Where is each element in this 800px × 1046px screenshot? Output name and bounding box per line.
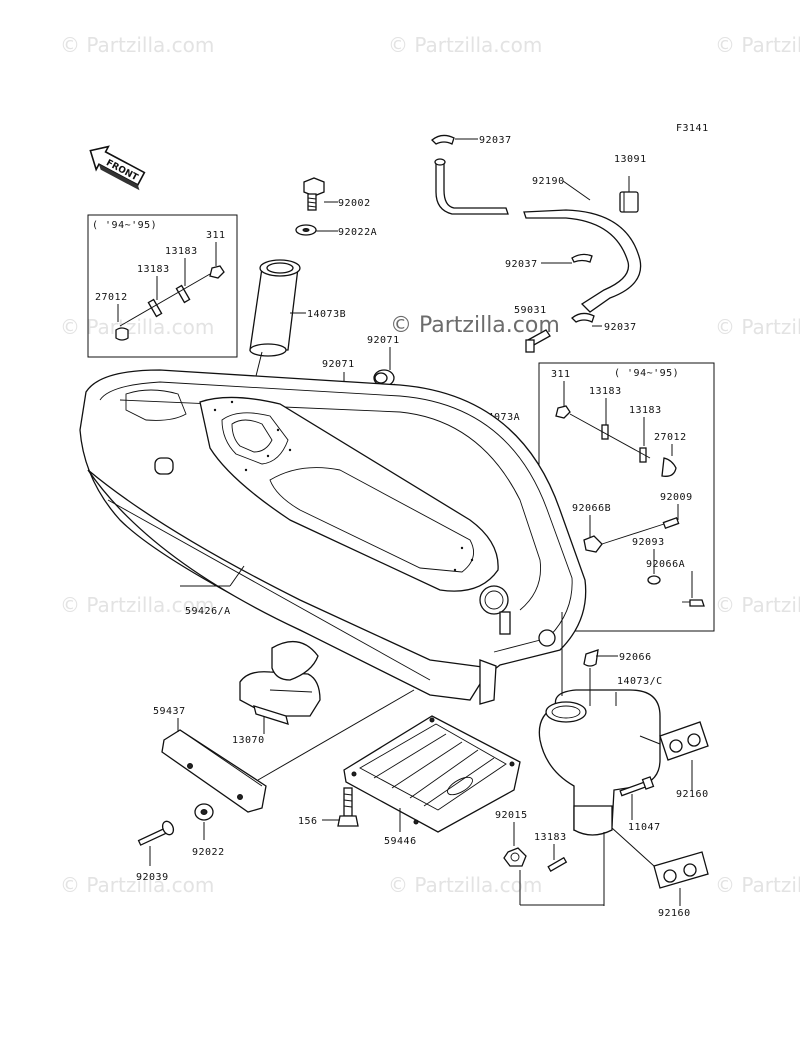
part-label-92037: 92037 (505, 259, 538, 270)
watermark: © Partzilla.com (388, 873, 542, 897)
watermark: © Partzilla.com (715, 593, 800, 617)
inset-year-label: ( '94~'95) (92, 220, 157, 231)
tube-14073b-icon (249, 259, 301, 357)
part-label-92015: 92015 (495, 810, 528, 821)
part-label-92190: 92190 (532, 176, 565, 187)
part-label-92037: 92037 (479, 135, 512, 146)
part-label-13183: 13183 (589, 386, 622, 397)
part-label-92066: 92066 (619, 652, 652, 663)
part-label-92066a: 92066A (646, 559, 685, 570)
clip-13091-icon (619, 176, 639, 213)
bolt-156-icon (337, 787, 359, 827)
part-label-27012: 27012 (95, 292, 128, 303)
part-label-92093: 92093 (632, 537, 665, 548)
part-label-13091: 13091 (614, 154, 647, 165)
watermark: © Partzilla.com (60, 593, 214, 617)
diagram-code: F3141 (676, 123, 709, 134)
part-label-92066b: 92066B (572, 503, 611, 514)
part-label-59437: 59437 (153, 706, 186, 717)
part-label-92160: 92160 (676, 789, 709, 800)
part-label-92071: 92071 (367, 335, 400, 346)
watermark: © Partzilla.com (715, 315, 800, 339)
watermark: © Partzilla.com (388, 33, 542, 57)
pin-13183-icon (547, 856, 568, 872)
watermark: © Partzilla.com (60, 873, 214, 897)
nut-311-icon (209, 265, 225, 279)
part-label-92037: 92037 (604, 322, 637, 333)
ride-plate-59446-icon (343, 715, 521, 833)
part-label-13070: 13070 (232, 735, 265, 746)
washer-92093-icon (647, 575, 661, 585)
part-label-92160: 92160 (658, 908, 691, 919)
part-label-13183: 13183 (165, 246, 198, 257)
watermarks: © Partzilla.com © Partzilla.com © Partzi… (60, 33, 800, 897)
part-label-311: 311 (551, 369, 571, 380)
watermark: © Partzilla.com (715, 33, 800, 57)
sponson-strip-59437-icon (161, 729, 267, 813)
part-label-13183: 13183 (534, 832, 567, 843)
inset-box-right: ( '94~'95) 311 13183 13183 27012 92066B … (538, 362, 715, 632)
part-label-92022a: 92022A (338, 227, 377, 238)
part-label-156: 156 (298, 816, 318, 827)
inset-year-label: ( '94~'95) (614, 368, 679, 379)
part-label-14073c: 14073/C (617, 676, 663, 687)
gasket-92160-icon (659, 721, 709, 761)
part-label-27012: 27012 (654, 432, 687, 443)
bolt-92002-icon (303, 177, 325, 211)
hose-assembly (431, 134, 642, 353)
part-label-13183: 13183 (137, 264, 170, 275)
screw-92009-icon (662, 516, 680, 530)
intake-cover-13070-icon (239, 640, 321, 725)
part-label-13183: 13183 (629, 405, 662, 416)
part-label-59426a: 59426/A (185, 606, 231, 617)
part-label-92039: 92039 (136, 872, 169, 883)
watermark-center: © Partzilla.com (390, 313, 560, 338)
rivet-92039-icon (137, 820, 175, 846)
watermark: © Partzilla.com (715, 873, 800, 897)
pump-cover-14073c-icon (538, 649, 661, 836)
part-label-311: 311 (206, 230, 226, 241)
part-label-92009: 92009 (660, 492, 693, 503)
bolt-11047-icon (619, 776, 655, 797)
part-label-59446: 59446 (384, 836, 417, 847)
grommet-92066b-icon (583, 535, 603, 553)
nut-92015-icon (503, 847, 527, 867)
fastener-92066-icon (583, 649, 599, 667)
part-label-14073a: 14073A (481, 412, 520, 423)
part-label-59031: 59031 (514, 305, 547, 316)
gasket-92160-icon (653, 851, 709, 889)
watermark: © Partzilla.com (60, 315, 214, 339)
grommet-92066a-icon (689, 599, 705, 607)
part-label-92002: 92002 (338, 198, 371, 209)
inset-box-left: ( '94~'95) 311 13183 13183 27012 (87, 214, 238, 358)
part-label-92022: 92022 (192, 847, 225, 858)
front-arrow-icon: FRONT (89, 145, 146, 191)
part-label-11047: 11047 (628, 822, 661, 833)
watermark: © Partzilla.com (60, 33, 214, 57)
hull-body-59426 (79, 369, 587, 705)
part-label-92071: 92071 (322, 359, 355, 370)
part-label-14073b: 14073B (307, 309, 346, 320)
